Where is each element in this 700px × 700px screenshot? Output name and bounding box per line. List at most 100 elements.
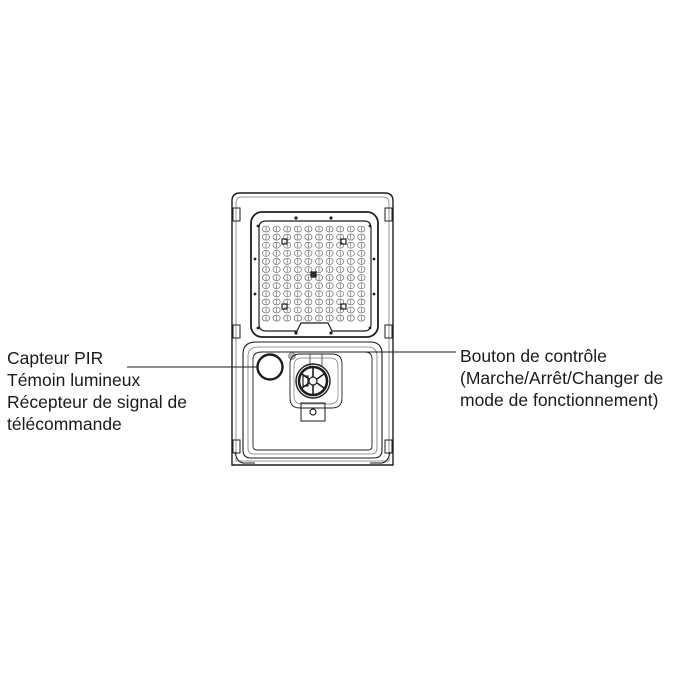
led-lens bbox=[346, 298, 355, 306]
led-lens bbox=[272, 282, 281, 290]
led-lens bbox=[272, 290, 281, 298]
control-label-line-2: (Marche/Arrêt/Changer de bbox=[460, 368, 664, 388]
corner-tab-left bbox=[234, 451, 255, 464]
led-lens bbox=[357, 282, 366, 290]
led-lens bbox=[357, 298, 366, 306]
led-lens bbox=[262, 258, 270, 265]
led-lens bbox=[325, 282, 334, 290]
led-lens bbox=[304, 266, 313, 273]
led-lens bbox=[272, 266, 281, 273]
led-lens bbox=[315, 225, 323, 233]
led-lens bbox=[304, 306, 313, 314]
led-lens bbox=[283, 250, 292, 257]
led-lens bbox=[325, 241, 334, 249]
led-lens bbox=[283, 314, 292, 322]
led-lens bbox=[357, 266, 366, 273]
led-lens bbox=[325, 258, 334, 265]
led-lens bbox=[304, 274, 313, 281]
led-lens bbox=[357, 250, 366, 257]
led-lens bbox=[346, 258, 355, 265]
led-lens bbox=[336, 290, 345, 298]
led-lens bbox=[336, 274, 345, 281]
led-lens bbox=[346, 233, 355, 241]
pir-label-line-2: Témoin lumineux bbox=[7, 370, 141, 390]
led-lens bbox=[315, 282, 323, 290]
led-lens bbox=[293, 258, 302, 265]
led-lens-grid bbox=[262, 225, 366, 322]
led-lens bbox=[304, 250, 313, 257]
led-lens bbox=[262, 233, 270, 241]
led-lens bbox=[262, 225, 270, 233]
led-lens bbox=[283, 282, 292, 290]
control-label-line-3: mode de fonctionnement) bbox=[460, 390, 659, 410]
knob-housing bbox=[289, 353, 343, 409]
led-lens bbox=[304, 314, 313, 322]
led-lens bbox=[315, 306, 323, 314]
led-lens bbox=[325, 290, 334, 298]
clip-top-left bbox=[232, 207, 241, 222]
led-lens bbox=[262, 306, 270, 314]
led-lens bbox=[272, 314, 281, 322]
clip-top-right bbox=[384, 207, 393, 222]
led-lens bbox=[357, 290, 366, 298]
led-lens bbox=[262, 250, 270, 257]
led-lens bbox=[293, 298, 302, 306]
led-lens bbox=[293, 233, 302, 241]
led-lens bbox=[283, 266, 292, 273]
led-lens bbox=[336, 241, 345, 249]
led-lens bbox=[315, 250, 323, 257]
lower-housing-mid bbox=[247, 346, 378, 455]
led-lens bbox=[315, 290, 323, 298]
led-lens bbox=[304, 290, 313, 298]
knob-housing-inner bbox=[293, 357, 339, 405]
led-lens bbox=[304, 282, 313, 290]
led-lens bbox=[325, 233, 334, 241]
led-lens bbox=[325, 250, 334, 257]
led-lens bbox=[346, 290, 355, 298]
led-lens bbox=[272, 298, 281, 306]
led-lens bbox=[293, 250, 302, 257]
led-lens bbox=[262, 274, 270, 281]
led-lens bbox=[346, 314, 355, 322]
led-lens bbox=[293, 314, 302, 322]
led-lens bbox=[357, 225, 366, 233]
panel-fasteners bbox=[281, 238, 347, 310]
led-lens bbox=[262, 282, 270, 290]
led-lens bbox=[357, 258, 366, 265]
led-lens bbox=[293, 282, 302, 290]
led-lens bbox=[315, 314, 323, 322]
led-lens bbox=[357, 314, 366, 322]
frame-screws bbox=[253, 216, 376, 335]
led-lens bbox=[325, 306, 334, 314]
led-lens bbox=[272, 233, 281, 241]
led-lens bbox=[336, 266, 345, 273]
led-lens bbox=[346, 266, 355, 273]
led-lens bbox=[272, 274, 281, 281]
led-lens bbox=[293, 306, 302, 314]
clip-mid-right bbox=[384, 324, 393, 339]
pir-label-line-3: Récepteur de signal de bbox=[7, 392, 187, 412]
housing-outline bbox=[231, 192, 394, 466]
mount-boss bbox=[300, 402, 326, 422]
pir-callout-label: Capteur PIR Témoin lumineux Récepteur de… bbox=[7, 347, 187, 435]
led-lens bbox=[336, 298, 345, 306]
led-lens bbox=[325, 266, 334, 273]
led-lens bbox=[293, 290, 302, 298]
led-lens bbox=[262, 241, 270, 249]
led-lens bbox=[336, 314, 345, 322]
control-button-callout-label: Bouton de contrôle (Marche/Arrêt/Changer… bbox=[460, 345, 663, 411]
led-lens bbox=[272, 258, 281, 265]
led-lens bbox=[325, 314, 334, 322]
led-lens bbox=[304, 225, 313, 233]
led-lens bbox=[346, 225, 355, 233]
led-lens bbox=[325, 274, 334, 281]
led-lens bbox=[304, 233, 313, 241]
led-lens bbox=[304, 298, 313, 306]
pir-label-line-1: Capteur PIR bbox=[7, 348, 104, 368]
led-lens bbox=[336, 258, 345, 265]
led-lens bbox=[283, 225, 292, 233]
led-lens bbox=[336, 282, 345, 290]
led-lens bbox=[293, 225, 302, 233]
led-lens bbox=[272, 306, 281, 314]
